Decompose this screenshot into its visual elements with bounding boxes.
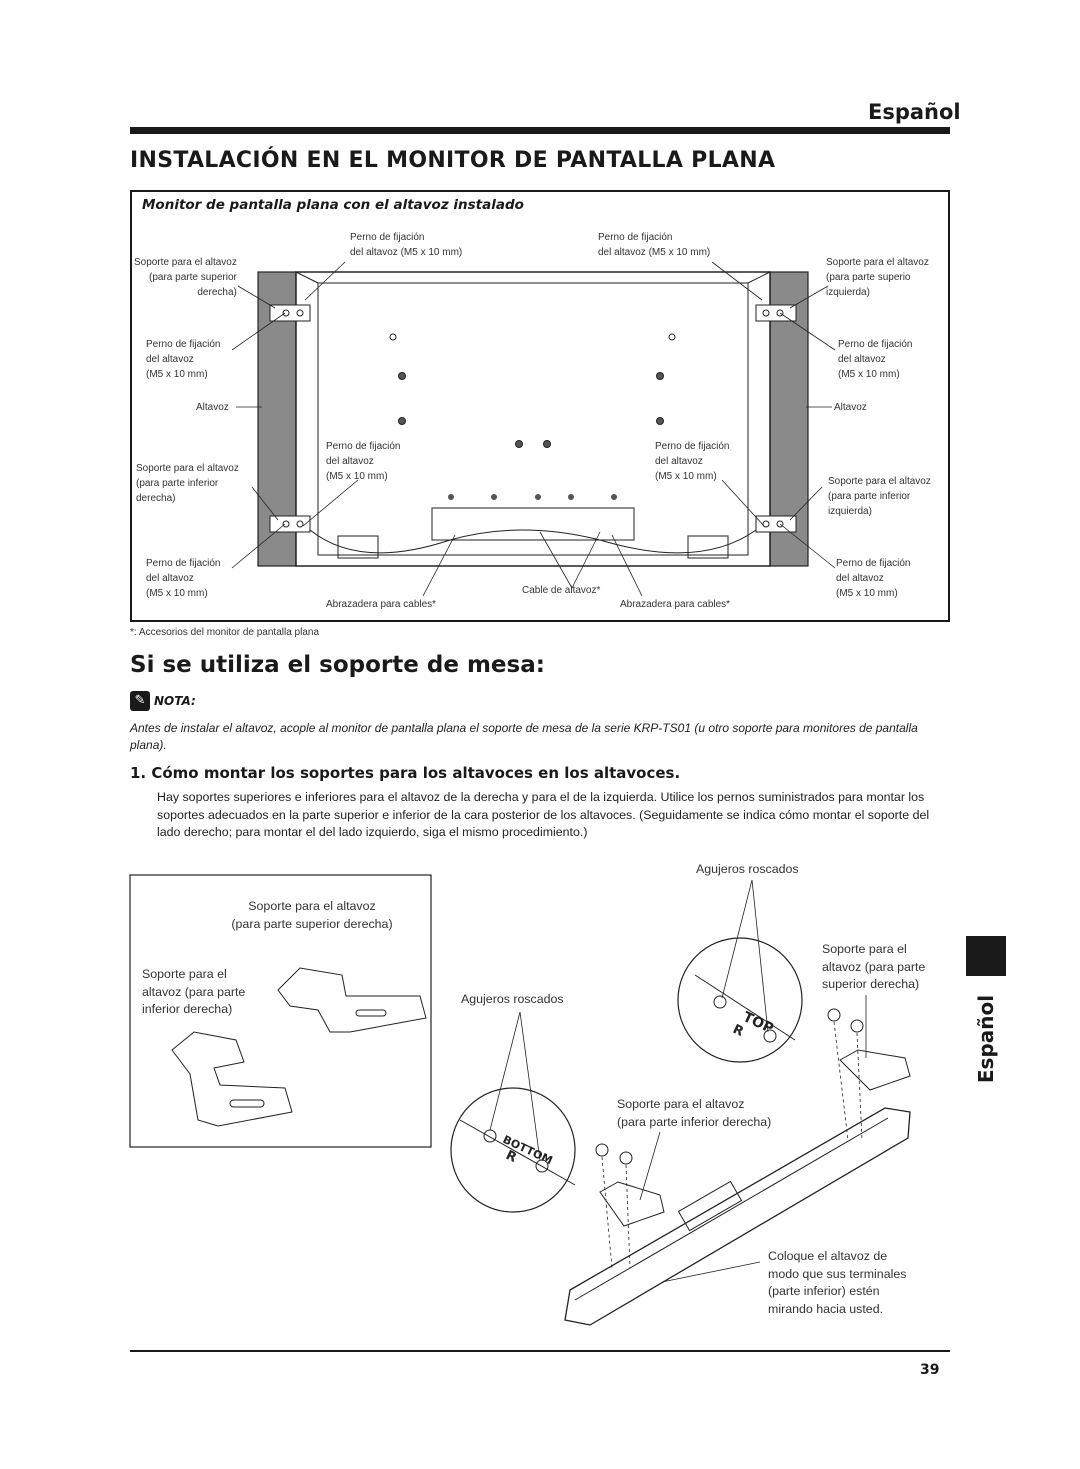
mark-top: TOP [740, 1009, 776, 1037]
section-title: INSTALACIÓN EN EL MONITOR DE PANTALLA PL… [130, 148, 776, 173]
top-rule [130, 127, 950, 134]
page-number: 39 [920, 1362, 940, 1378]
label-agujeros-top: Agujeros roscados [696, 862, 799, 876]
bottom-rule [130, 1350, 950, 1352]
language-header: Español [868, 100, 961, 124]
subsection-title: Si se utiliza el soporte de mesa: [130, 652, 545, 678]
label-abrazadera-left: Abrazadera para cables* [326, 599, 437, 610]
label-soporte-sup-izq: Soporte para el altavoz(para parte super… [826, 257, 929, 298]
label-soporte-inf: Soporte para el altavoz(para parte infer… [617, 1097, 772, 1129]
label-soporte-sup-der: Soporte para el altavoz(para parte super… [134, 257, 237, 298]
label-box-top: Soporte para el altavoz(para parte super… [231, 899, 393, 931]
label-agujeros-mid: Agujeros roscados [461, 992, 564, 1006]
mark-bottom: BOTTOM [501, 1133, 555, 1167]
figure-box [130, 190, 950, 622]
label-altavoz-right: Altavoz [834, 402, 867, 413]
note-header: ✎ NOTA: [130, 691, 196, 711]
step-title: 1. Cómo montar los soportes para los alt… [130, 764, 681, 782]
note-text: Antes de instalar el altavoz, acople al … [130, 721, 918, 752]
side-tab-label: Español [974, 994, 998, 1084]
label-soporte-inf-der: Soporte para el altavoz(para parte infer… [136, 463, 239, 504]
label-abrazadera-right: Abrazadera para cables* [620, 599, 731, 610]
note-label: NOTA: [154, 694, 196, 708]
side-tab-block [966, 936, 1006, 976]
mark-r-top: R [730, 1022, 745, 1040]
mark-r-bottom: R [503, 1148, 518, 1166]
figure-caption: Monitor de pantalla plana con el altavoz… [142, 197, 524, 213]
label-altavoz-left: Altavoz [196, 402, 229, 413]
label-soporte-inf-izq: Soporte para el altavoz(para parte infer… [828, 476, 931, 517]
step-body: Hay soportes superiores e inferiores par… [157, 790, 930, 839]
footnote: *: Accesorios del monitor de pantalla pl… [130, 627, 320, 638]
label-cable: Cable de altavoz* [522, 585, 601, 596]
pencil-icon: ✎ [130, 691, 150, 711]
